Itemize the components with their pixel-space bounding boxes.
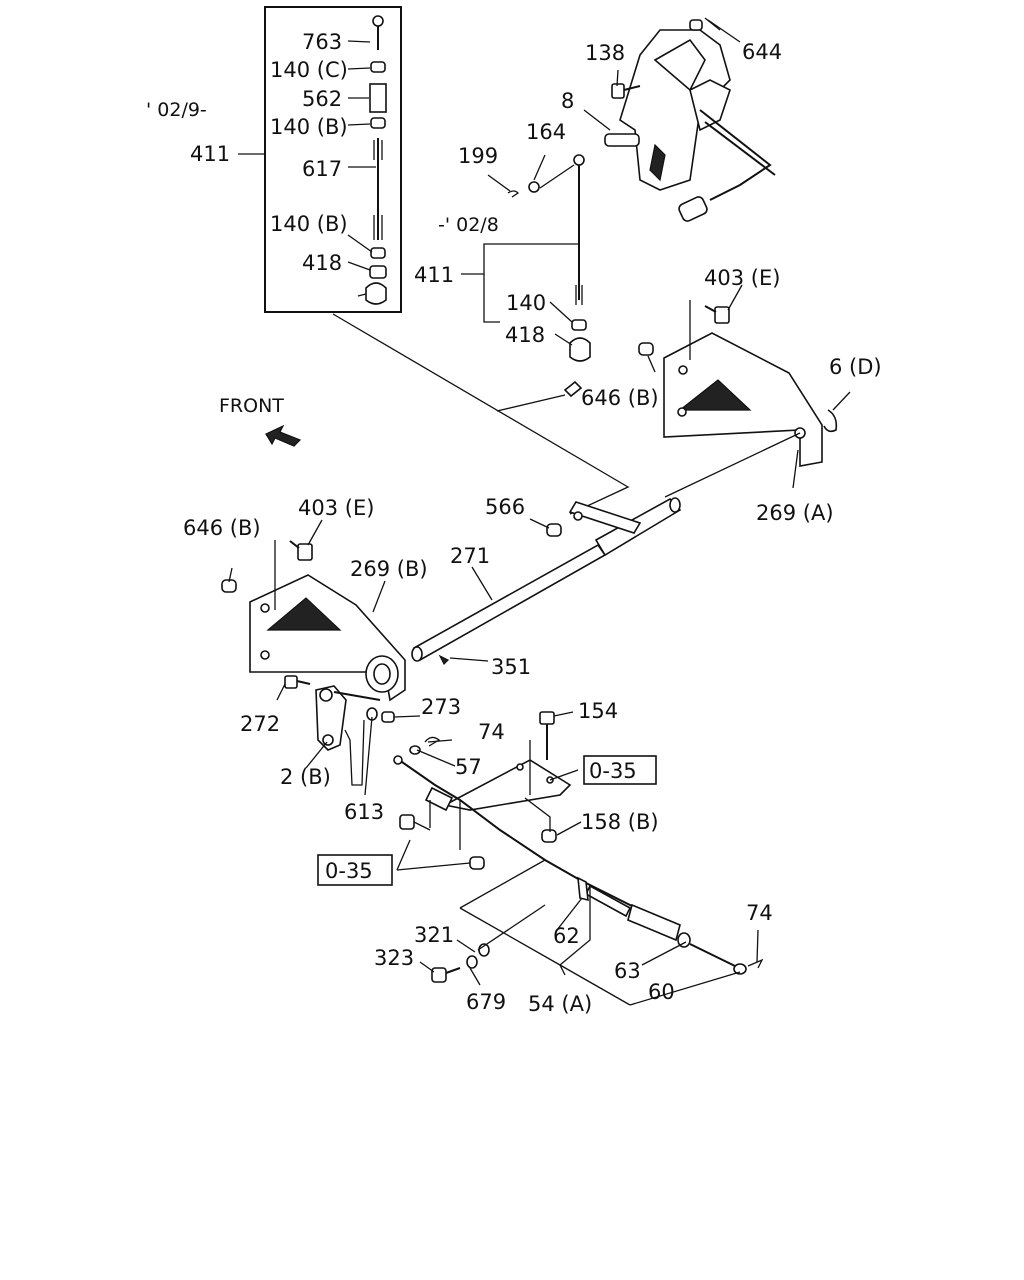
label-646b-b: 646 (B) <box>183 516 261 540</box>
shaft-271 <box>411 497 682 666</box>
label-403e-b: 403 (E) <box>298 496 374 520</box>
label-351: 351 <box>491 655 531 679</box>
label-138: 138 <box>585 41 625 65</box>
label-74-a: 74 <box>478 720 505 744</box>
label-154: 154 <box>578 699 618 723</box>
label-date-from: ' 02/9- <box>146 99 207 121</box>
bracket-269a <box>638 305 838 467</box>
label-566: 566 <box>485 495 525 519</box>
rod-assembly-box-new <box>264 6 402 313</box>
label-140b-b: 140 (B) <box>270 212 348 236</box>
label-646b-a: 646 (B) <box>581 386 659 410</box>
label-679: 679 <box>466 990 506 1014</box>
label-140c: 140 (C) <box>270 58 348 82</box>
label-54a: 54 (A) <box>528 992 592 1016</box>
label-617: 617 <box>302 157 342 181</box>
label-74-b: 74 <box>746 901 773 925</box>
cable-bracket <box>442 711 572 843</box>
label-60: 60 <box>648 980 675 1004</box>
label-57: 57 <box>455 755 482 779</box>
label-front: FRONT <box>219 395 284 417</box>
label-644: 644 <box>742 40 782 64</box>
label-613: 613 <box>344 800 384 824</box>
label-6d: 6 (D) <box>829 355 882 379</box>
front-arrow-icon <box>265 424 302 447</box>
label-269b: 269 (B) <box>350 557 428 581</box>
label-63: 63 <box>614 959 641 983</box>
label-140b-a: 140 (B) <box>270 115 348 139</box>
ref-box-035-a <box>583 755 657 785</box>
label-199: 199 <box>458 144 498 168</box>
label-62: 62 <box>553 924 580 948</box>
lever-2b <box>284 675 395 751</box>
label-763: 763 <box>302 30 342 54</box>
label-035-a: 0-35 <box>589 759 637 783</box>
label-158b: 158 (B) <box>581 810 659 834</box>
label-2b: 2 (B) <box>280 765 331 789</box>
label-269a: 269 (A) <box>756 501 834 525</box>
label-date-to: -' 02/8 <box>438 214 499 236</box>
rod-assembly-old <box>507 154 591 398</box>
label-323: 323 <box>374 946 414 970</box>
label-418-b: 418 <box>505 323 545 347</box>
label-403e-a: 403 (E) <box>704 266 780 290</box>
label-321: 321 <box>414 923 454 947</box>
cable-54a <box>393 736 764 983</box>
label-8: 8 <box>561 89 574 113</box>
bracket-269b <box>221 540 406 702</box>
pedal-bracket <box>604 17 776 222</box>
ref-box-035-b <box>317 854 393 886</box>
label-273: 273 <box>421 695 461 719</box>
label-271: 271 <box>450 544 490 568</box>
label-411-b: 411 <box>414 263 454 287</box>
label-562: 562 <box>302 87 342 111</box>
label-272: 272 <box>240 712 280 736</box>
label-035-b: 0-35 <box>325 859 373 883</box>
label-418-a: 418 <box>302 251 342 275</box>
label-411-a: 411 <box>190 142 230 166</box>
label-164: 164 <box>526 120 566 144</box>
label-140: 140 <box>506 291 546 315</box>
